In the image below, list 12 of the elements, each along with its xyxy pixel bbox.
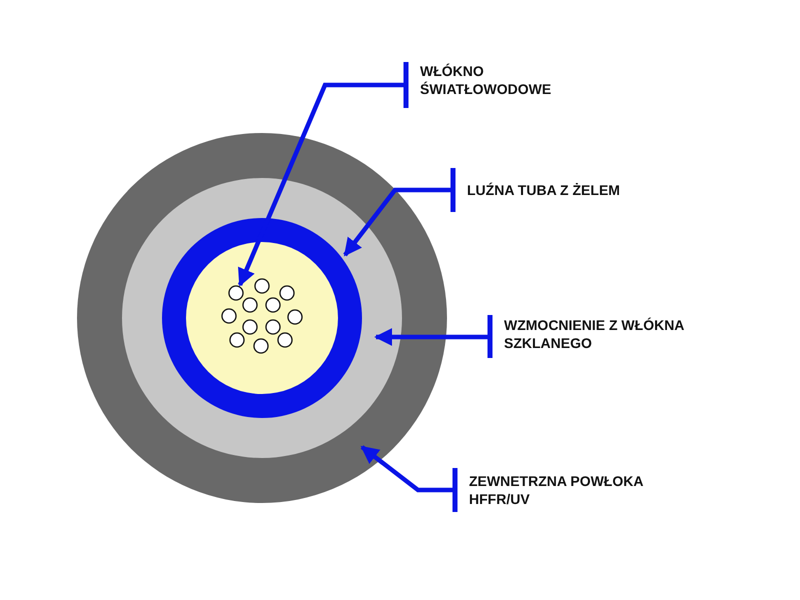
- leader-line: [360, 445, 458, 512]
- leader-line: [343, 168, 456, 256]
- outer-sheath-ring: [77, 133, 447, 503]
- callout-label: LUŹNA TUBA Z ŻELEM: [467, 181, 621, 199]
- callout-label: WŁÓKNO ŚWIATŁOWODOWE: [420, 62, 552, 98]
- fiber-bundle-drawing: [221, 278, 303, 354]
- leader-line: [238, 62, 408, 287]
- leader-line: [374, 315, 492, 358]
- callout-label: WZMOCNIENIE Z WŁÓKNA SZKLANEGO: [504, 316, 685, 352]
- callout-label: ZEWNETRZNA POWŁOKA HFFR/UV: [469, 472, 644, 508]
- loose-tube-ring: [162, 218, 362, 418]
- strength-layer-ring: [122, 178, 402, 458]
